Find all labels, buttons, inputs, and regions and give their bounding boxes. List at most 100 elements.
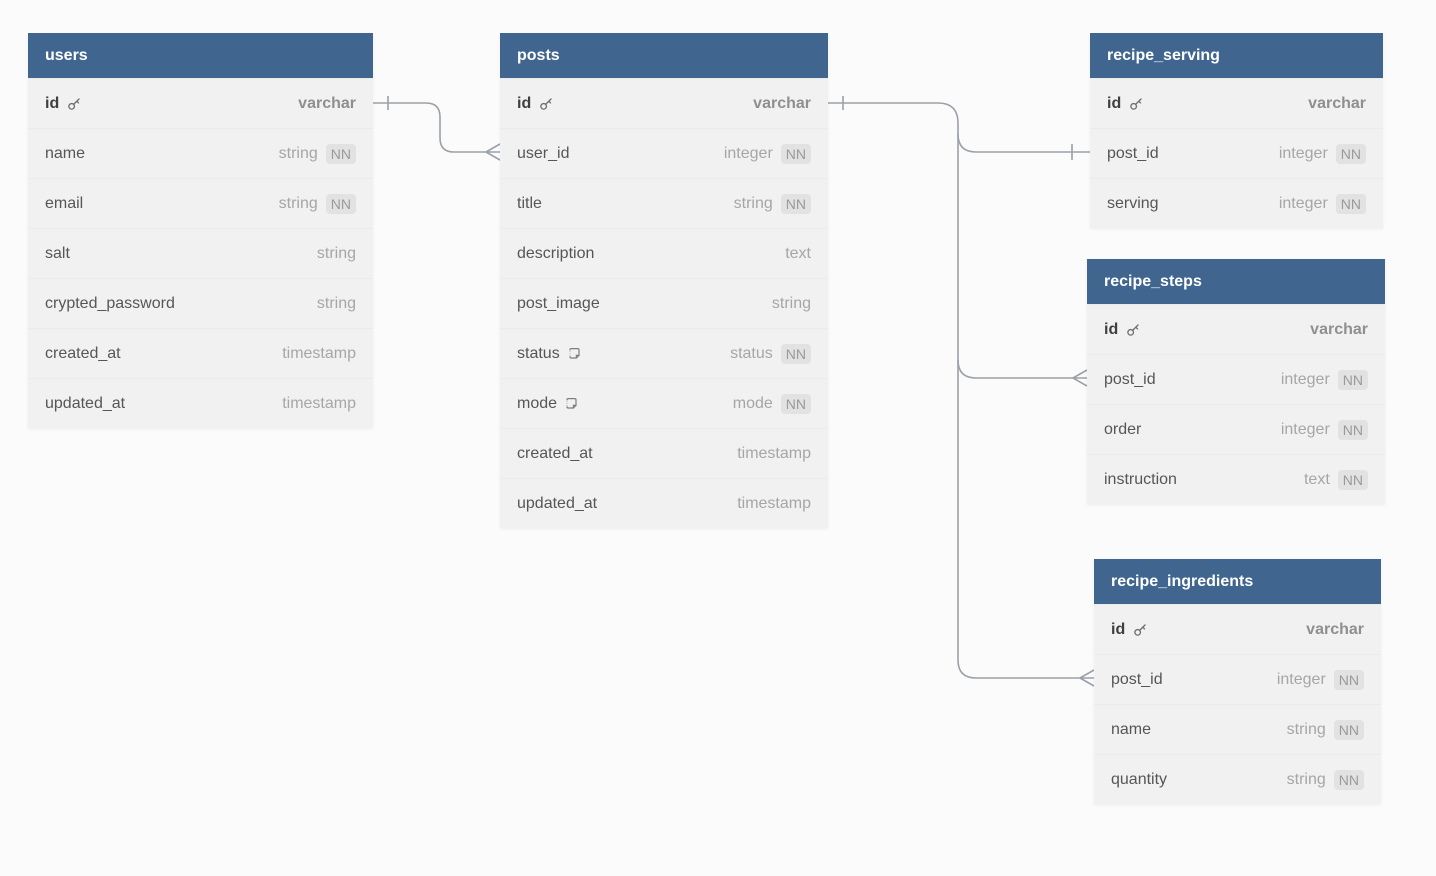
field-row-users-updated-at[interactable]: updated_at timestamp	[28, 378, 373, 428]
field-row-users-crypted-password[interactable]: crypted_password string	[28, 278, 373, 328]
not-null-badge: NN	[1335, 193, 1366, 214]
field-row-posts-mode[interactable]: mode mode NN	[500, 378, 828, 428]
relationship-branch-serving	[957, 133, 1090, 153]
not-null-badge: NN	[1333, 769, 1364, 790]
field-name: post_id	[1107, 144, 1159, 162]
field-type: text	[785, 244, 811, 262]
field-name: description	[517, 244, 595, 262]
field-type: timestamp	[737, 494, 811, 512]
field-name: name	[1111, 720, 1152, 738]
field-row-recipe-steps-order[interactable]: order integer NN	[1087, 404, 1385, 454]
not-null-badge: NN	[780, 393, 811, 414]
field-type: integer	[1276, 670, 1326, 688]
table-title: recipe_serving	[1107, 46, 1220, 64]
field-row-recipe-steps-post-id[interactable]: post_id integer NN	[1087, 354, 1385, 404]
field-name: id	[1107, 94, 1122, 112]
field-name: status	[517, 344, 560, 362]
table-header-users[interactable]: users	[28, 33, 373, 78]
field-type: timestamp	[282, 344, 356, 362]
field-row-users-email[interactable]: email string NN	[28, 178, 373, 228]
field-row-recipe-serving-post-id[interactable]: post_id integer NN	[1090, 128, 1383, 178]
table-header-posts[interactable]: posts	[500, 33, 828, 78]
field-name: instruction	[1104, 470, 1177, 488]
field-type: string	[316, 244, 356, 262]
table-users[interactable]: users id varchar name string NN email	[28, 33, 373, 428]
field-name: title	[517, 194, 542, 212]
field-row-recipe-steps-instruction[interactable]: instruction text NN	[1087, 454, 1385, 504]
not-null-badge: NN	[1337, 369, 1368, 390]
primary-key-icon	[1132, 622, 1148, 638]
table-recipe-ingredients[interactable]: recipe_ingredients id varchar post_id in…	[1094, 559, 1381, 804]
field-row-posts-id[interactable]: id varchar	[500, 78, 828, 128]
field-type: string	[1286, 770, 1326, 788]
field-type: mode	[732, 394, 773, 412]
field-row-posts-description[interactable]: description text	[500, 228, 828, 278]
field-row-recipe-ingredients-name[interactable]: name string NN	[1094, 704, 1381, 754]
not-null-badge: NN	[1337, 419, 1368, 440]
field-row-users-created-at[interactable]: created_at timestamp	[28, 328, 373, 378]
field-row-recipe-ingredients-quantity[interactable]: quantity string NN	[1094, 754, 1381, 804]
cardinality-many-marker	[485, 143, 501, 161]
field-name: post_id	[1111, 670, 1163, 688]
field-row-recipe-ingredients-post-id[interactable]: post_id integer NN	[1094, 654, 1381, 704]
field-type: varchar	[1308, 94, 1366, 112]
field-name: post_image	[517, 294, 600, 312]
field-type: integer	[1280, 370, 1330, 388]
field-name: order	[1104, 420, 1142, 438]
field-row-recipe-serving-serving[interactable]: serving integer NN	[1090, 178, 1383, 228]
field-type: string	[278, 194, 318, 212]
field-name: mode	[517, 394, 558, 412]
cardinality-many-marker	[1079, 669, 1095, 687]
field-row-posts-status[interactable]: status status NN	[500, 328, 828, 378]
table-posts[interactable]: posts id varchar user_id integer NN titl…	[500, 33, 828, 528]
not-null-badge: NN	[780, 193, 811, 214]
table-recipe-serving[interactable]: recipe_serving id varchar post_id intege…	[1090, 33, 1383, 228]
field-row-recipe-serving-id[interactable]: id varchar	[1090, 78, 1383, 128]
table-header-recipe-ingredients[interactable]: recipe_ingredients	[1094, 559, 1381, 604]
field-type: status	[730, 344, 773, 362]
field-name: created_at	[517, 444, 593, 462]
field-row-users-name[interactable]: name string NN	[28, 128, 373, 178]
field-row-posts-created-at[interactable]: created_at timestamp	[500, 428, 828, 478]
primary-key-icon	[1125, 322, 1141, 338]
relationship-posts-recipes	[828, 96, 1095, 687]
field-type: varchar	[298, 94, 356, 112]
table-title: users	[45, 46, 88, 64]
table-recipe-steps[interactable]: recipe_steps id varchar post_id integer …	[1087, 259, 1385, 504]
field-type: integer	[1278, 144, 1328, 162]
field-type: text	[1303, 470, 1330, 488]
field-type: string	[316, 294, 356, 312]
table-title: posts	[517, 46, 560, 64]
field-row-recipe-steps-id[interactable]: id varchar	[1087, 304, 1385, 354]
field-row-recipe-ingredients-id[interactable]: id varchar	[1094, 604, 1381, 654]
field-row-posts-title[interactable]: title string NN	[500, 178, 828, 228]
field-row-users-salt[interactable]: salt string	[28, 228, 373, 278]
not-null-badge: NN	[325, 193, 356, 214]
field-type: integer	[1278, 194, 1328, 212]
primary-key-icon	[1128, 96, 1144, 112]
field-type: string	[1286, 720, 1326, 738]
field-row-users-id[interactable]: id varchar	[28, 78, 373, 128]
table-title: recipe_steps	[1104, 272, 1202, 290]
field-type: varchar	[1306, 620, 1364, 638]
field-name: crypted_password	[45, 294, 175, 312]
field-name: updated_at	[517, 494, 598, 512]
field-row-posts-updated-at[interactable]: updated_at timestamp	[500, 478, 828, 528]
field-name: user_id	[517, 144, 570, 162]
field-type: timestamp	[282, 394, 356, 412]
table-header-recipe-steps[interactable]: recipe_steps	[1087, 259, 1385, 304]
not-null-badge: NN	[1337, 469, 1368, 490]
field-name: id	[45, 94, 60, 112]
field-type: integer	[1280, 420, 1330, 438]
relationship-line	[373, 102, 486, 153]
not-null-badge: NN	[325, 143, 356, 164]
field-name: created_at	[45, 344, 121, 362]
field-name: id	[1104, 320, 1119, 338]
field-name: updated_at	[45, 394, 126, 412]
table-header-recipe-serving[interactable]: recipe_serving	[1090, 33, 1383, 78]
field-name: quantity	[1111, 770, 1168, 788]
field-row-posts-post-image[interactable]: post_image string	[500, 278, 828, 328]
field-row-posts-user-id[interactable]: user_id integer NN	[500, 128, 828, 178]
field-name: name	[45, 144, 86, 162]
